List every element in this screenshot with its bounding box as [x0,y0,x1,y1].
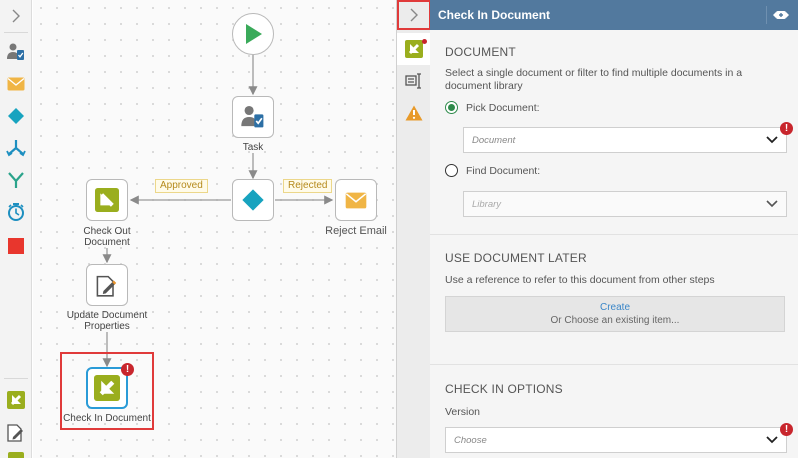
update-document-properties-label: Update Document Properties [66,310,148,332]
tab-error-dot [422,39,427,44]
check-in-document-icon [405,40,423,58]
document-section-description: Select a single document or filter to fi… [445,67,743,92]
find-document-label: Find Document: [466,164,541,177]
merge-icon [8,172,24,188]
tab-action-warnings[interactable] [397,97,431,129]
reject-email-label: Reject Email [325,225,387,237]
expand-arrows-icon [772,11,789,19]
document-section-title: DOCUMENT [445,45,516,59]
create-reference-link[interactable]: Create [599,302,630,313]
panel-header: Check In Document [430,0,798,30]
check-out-document-label: Check Out Document [83,226,131,248]
action-properties-panel: Check In Document DOCUMENT Select a sing… [430,0,798,458]
play-icon [246,24,262,44]
text-properties-icon [405,73,421,89]
collapse-panel-button[interactable] [397,0,431,30]
stop-icon [8,238,24,254]
rejected-path-label[interactable]: Rejected [283,179,333,193]
chevron-right-icon [12,9,20,23]
update-document-icon [96,275,117,297]
toolbox-assign-task[interactable] [0,38,32,66]
document-select-placeholder: Document [472,134,516,146]
decision-node[interactable] [232,179,274,221]
reject-email-node[interactable] [335,179,377,221]
tab-action-properties[interactable] [397,33,431,65]
pick-document-option[interactable]: Pick Document: [445,101,540,114]
panel-title: Check In Document [438,8,551,22]
warning-icon [405,105,423,121]
toolbox-send-email[interactable] [0,70,32,98]
start-node[interactable] [232,13,274,55]
find-document-radio[interactable] [445,164,458,177]
toolbox-merge[interactable] [0,166,32,194]
expand-panel-button[interactable] [766,6,794,24]
toolbox-sidebar [0,0,32,458]
library-select-placeholder: Library [472,198,502,210]
toolbox-update-document[interactable] [0,418,32,446]
assign-task-icon [241,105,264,128]
find-document-option[interactable]: Find Document: [445,164,540,177]
email-icon [7,77,25,91]
choose-existing-item-link[interactable]: Or Choose an existing item... [550,315,680,326]
toolbox-decision[interactable] [0,102,32,130]
chevron-down-icon [766,136,778,144]
use-document-later-title: USE DOCUMENT LATER [445,251,587,265]
chevron-down-icon [766,200,778,208]
decision-icon [242,189,264,211]
update-document-icon [7,424,23,442]
tab-action-description[interactable] [397,65,431,97]
toolbox-expand-button[interactable] [0,2,32,30]
assign-task-icon [7,43,24,60]
document-select[interactable]: Document [463,127,787,153]
task-node[interactable] [232,96,274,138]
task-node-label: Task [242,142,264,153]
check-in-document-icon [7,391,25,409]
version-label: Version [445,406,481,418]
check-in-document-icon [94,375,120,401]
decision-icon [8,108,24,124]
toolbox-timer[interactable] [0,198,32,226]
approved-path-label[interactable]: Approved [155,179,208,193]
workflow-connectors [102,55,334,368]
workflow-canvas[interactable]: Task Approved Rejected Check Out Documen… [33,0,396,458]
timer-icon [8,203,24,221]
create-reference-box[interactable]: Create Or Choose an existing item... [445,296,785,332]
pick-document-label: Pick Document: [466,101,540,114]
check-in-document-node-selected[interactable]: ! Check In Document [60,352,154,430]
chevron-right-icon [410,8,418,22]
library-select[interactable]: Library [463,191,787,217]
toolbox-check-in-document[interactable] [0,386,32,414]
node-error-icon: ! [121,363,134,376]
use-document-later-description: Use a reference to refer to this documen… [445,274,715,286]
update-document-properties-node[interactable] [86,264,128,306]
panel-side-tabs [396,0,431,458]
chevron-down-icon [766,436,778,444]
version-select[interactable]: Choose [445,427,787,453]
parallel-split-icon [6,140,26,157]
toolbox-parallel-split[interactable] [0,134,32,162]
check-in-document-node[interactable] [86,367,128,409]
toolbox-more-item[interactable] [8,452,24,458]
version-select-placeholder: Choose [454,434,487,446]
document-required-error-icon: ! [780,122,793,135]
check-out-document-icon [95,188,119,212]
check-in-document-label: Check In Document [63,413,151,424]
check-in-options-title: CHECK IN OPTIONS [445,382,563,396]
check-out-document-node[interactable] [86,179,128,221]
pick-document-radio[interactable] [445,101,458,114]
toolbox-stop[interactable] [0,232,32,260]
version-required-error-icon: ! [780,423,793,436]
email-icon [345,192,367,208]
